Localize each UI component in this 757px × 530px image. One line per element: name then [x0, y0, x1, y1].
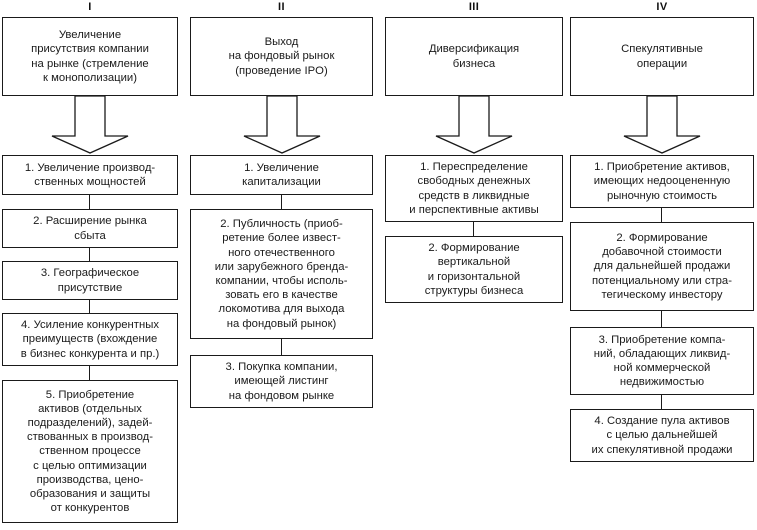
column-numeral-3: III: [468, 1, 480, 13]
column-4-item-4: 4. Создание пула активов с целью дальней…: [570, 409, 754, 462]
column-2-item-3: 3. Покупка компании, имеющей листинг на …: [190, 355, 373, 408]
column-1-header-label: Увеличение присутствия компании на рынке…: [31, 28, 149, 84]
column-1-connector-3: [89, 300, 90, 313]
column-1-item-5-label: 5. Приобретение активов (отдельных подра…: [26, 388, 154, 515]
column-4-item-1: 1. Приобретение активов, имеющих недооце…: [570, 155, 754, 208]
column-1-item-3: 3. Географическое присутствие: [2, 261, 178, 300]
column-3-header-label: Диверсификация бизнеса: [428, 43, 520, 70]
column-3-header-box: Диверсификация бизнеса: [385, 17, 563, 96]
column-4: IV Спекулятивные операции 1. Приобретени…: [570, 0, 754, 530]
column-1-connector-4: [89, 366, 90, 380]
column-1-item-4-label: 4. Усиление конкурентных преимуществ (вх…: [20, 319, 160, 360]
column-1-item-5: 5. Приобретение активов (отдельных подра…: [2, 380, 178, 523]
column-4-item-3-label: 3. Приобретение компа- ний, обладающих л…: [593, 333, 731, 389]
column-2-item-2-label: 2. Публичность (приоб- ретение более изв…: [214, 218, 349, 330]
column-3-connector-1: [473, 222, 474, 236]
column-4-header-box: Спекулятивные операции: [570, 17, 754, 96]
column-2-item-1-label: 1. Увеличение капитализации: [242, 161, 321, 188]
column-2-connector-1: [281, 195, 282, 209]
column-1-item-1-label: 1. Увеличение производ- ственных мощност…: [24, 161, 156, 188]
column-4-item-2: 2. Формирование добавочной стоимости для…: [570, 222, 754, 311]
column-2-item-1: 1. Увеличение капитализации: [190, 155, 373, 195]
column-1: I Увеличение присутствия компании на рын…: [2, 0, 178, 530]
column-2-down-arrow-icon: [242, 96, 322, 154]
column-numeral-1: I: [88, 1, 92, 13]
column-3-down-arrow-icon: [434, 96, 514, 154]
column-4-connector-2: [661, 311, 662, 327]
column-2-item-3-label: 3. Покупка компании, имеющей листинг на …: [225, 361, 338, 402]
column-1-down-arrow-icon: [50, 96, 130, 154]
column-4-item-3: 3. Приобретение компа- ний, обладающих л…: [570, 327, 754, 395]
column-numeral-2: II: [278, 1, 285, 13]
column-2-connector-2: [281, 339, 282, 355]
column-1-connector-1: [89, 195, 90, 209]
column-2-item-2: 2. Публичность (приоб- ретение более изв…: [190, 209, 373, 339]
column-2-header-label: Выход на фондовый рынок (проведение IPO): [228, 35, 335, 77]
column-4-down-arrow-icon: [622, 96, 702, 154]
column-numeral-4: IV: [656, 1, 668, 13]
column-1-header-box: Увеличение присутствия компании на рынке…: [2, 17, 178, 96]
column-4-connector-1: [661, 208, 662, 222]
column-3: III Диверсификация бизнеса 1. Переспреде…: [385, 0, 563, 530]
column-1-item-2-label: 2. Расширение рынка сбыта: [33, 215, 147, 242]
column-2-header-box: Выход на фондовый рынок (проведение IPO): [190, 17, 373, 96]
column-4-item-4-label: 4. Создание пула активов с целью дальней…: [591, 415, 733, 456]
column-1-item-3-label: 3. Географическое присутствие: [40, 267, 140, 294]
column-4-item-2-label: 2. Формирование добавочной стоимости для…: [592, 231, 732, 301]
column-1-item-2: 2. Расширение рынка сбыта: [2, 209, 178, 248]
column-1-item-1: 1. Увеличение производ- ственных мощност…: [2, 155, 178, 195]
column-4-item-1-label: 1. Приобретение активов, имеющих недооце…: [593, 161, 731, 202]
column-3-item-2: 2. Формирование вертикальной и горизонта…: [385, 236, 563, 303]
column-4-header-label: Спекулятивные операции: [621, 43, 703, 70]
column-4-connector-3: [661, 395, 662, 409]
column-3-item-1-label: 1. Переспределение свободных денежных ср…: [409, 161, 539, 216]
column-1-connector-2: [89, 248, 90, 261]
column-3-item-2-label: 2. Формирование вертикальной и горизонта…: [424, 242, 524, 297]
column-2: II Выход на фондовый рынок (проведение I…: [190, 0, 373, 530]
column-3-item-1: 1. Переспределение свободных денежных ср…: [385, 155, 563, 222]
column-1-item-4: 4. Усиление конкурентных преимуществ (вх…: [2, 313, 178, 366]
